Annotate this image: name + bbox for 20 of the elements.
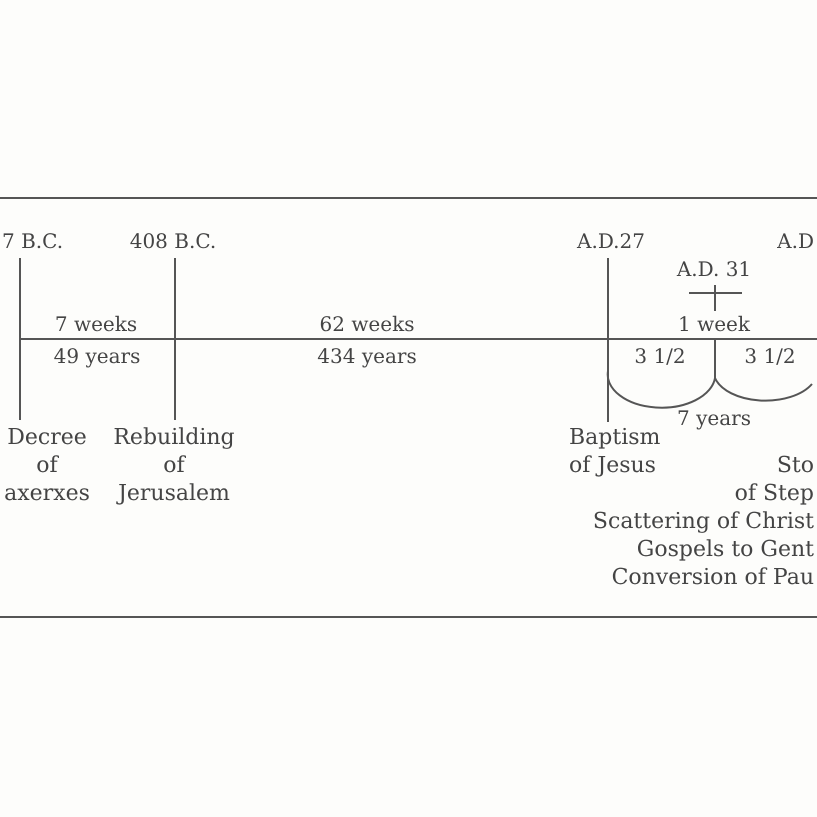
event-label: Sto of Step [734, 452, 814, 508]
date-label: 7 B.C. [2, 229, 64, 253]
duration-label: 3 1/2 [744, 344, 796, 368]
duration-label: 434 years [317, 344, 417, 368]
duration-label: 7 weeks [54, 312, 138, 336]
event-label: Scattering of Christ [592, 508, 814, 536]
event-label: Conversion of Pau [612, 564, 814, 592]
date-label: A.D.27 [577, 229, 645, 253]
duration-label: 3 1/2 [634, 344, 686, 368]
date-label: A.D [777, 229, 814, 253]
event-label: Gospels to Gent [636, 536, 814, 564]
date-label: A.D. 31 [676, 257, 752, 281]
event-label: Rebuilding of Jerusalem [113, 424, 235, 508]
date-label: 408 B.C. [130, 229, 216, 253]
event-label: Baptism of Jesus [569, 424, 660, 480]
duration-label: 62 weeks [320, 312, 414, 336]
duration-label: 7 years [677, 406, 751, 430]
event-label: Decree of axerxes [4, 424, 90, 508]
duration-label: 1 week [678, 312, 750, 336]
duration-label: 49 years [54, 344, 140, 368]
